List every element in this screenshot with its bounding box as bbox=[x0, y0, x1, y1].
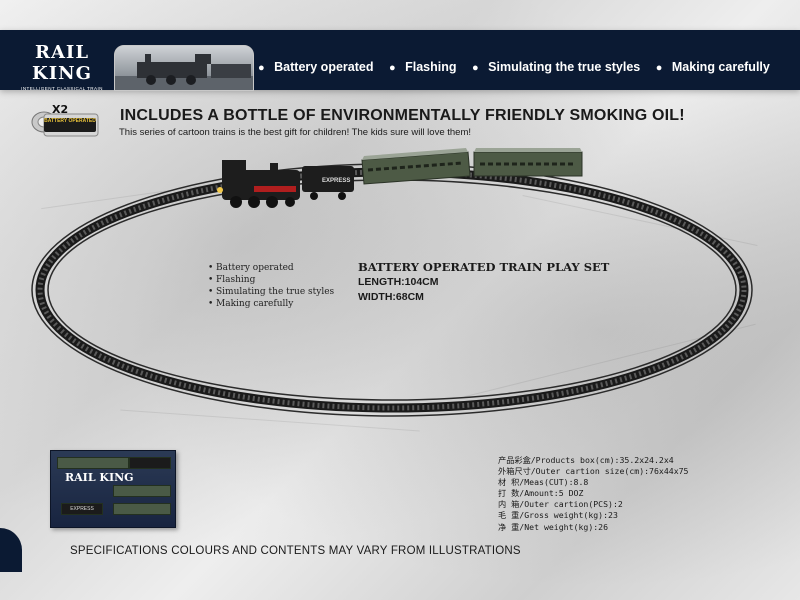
box-locomotive bbox=[129, 457, 171, 469]
feature-label: Making carefully bbox=[216, 299, 294, 309]
spec-row: 毛 重/Gross weight(kg):23 bbox=[498, 510, 618, 521]
header-feature: ● Battery operated bbox=[258, 60, 379, 74]
feature-label: Flashing bbox=[216, 275, 256, 285]
tender-car bbox=[302, 166, 354, 200]
header-feature-label: Flashing bbox=[405, 60, 457, 74]
product-box-image: RAIL KING EXPRESS bbox=[50, 450, 176, 528]
spec-row: 外箱尺寸/Outer cartion size(cm):76x44x75 bbox=[498, 466, 689, 477]
passenger-coach bbox=[473, 148, 583, 177]
spec-row: 材 积/Meas(CUT):8.8 bbox=[498, 477, 589, 488]
header-feature: ● Making carefully bbox=[656, 60, 776, 74]
box-train-car bbox=[113, 503, 171, 515]
brand-logo-tagline: INTELLIGENT CLASSICAL TRAIN bbox=[21, 86, 103, 91]
list-item: •Simulating the true styles bbox=[208, 286, 334, 298]
header-feature-label: Making carefully bbox=[671, 60, 770, 74]
spec-row: 产品彩盒/Products box(cm):35.2x24.2x4 bbox=[498, 455, 674, 465]
tender-label: EXPRESS bbox=[322, 178, 350, 184]
header-feature-label: Simulating the true styles bbox=[488, 60, 641, 74]
box-train-car bbox=[113, 485, 171, 497]
page-headline: INCLUDES A BOTTLE OF ENVIRONMENTALLY FRI… bbox=[120, 107, 685, 124]
feature-list: •Battery operated •Flashing •Simulating … bbox=[208, 262, 334, 310]
packaging-specs: 产品彩盒/Products box(cm):35.2x24.2x4 外箱尺寸/O… bbox=[498, 455, 689, 533]
locomotive bbox=[217, 160, 300, 208]
footer-corner-decoration bbox=[0, 528, 22, 572]
smoking-oil-badge: X2 BATTERY OPERATED bbox=[30, 100, 100, 140]
steam-train-icon bbox=[115, 54, 253, 90]
list-item: •Battery operated bbox=[208, 262, 334, 274]
spec-row: 净 重/Net weight(kg):26 bbox=[498, 521, 609, 532]
bullet-dot-icon: • bbox=[208, 287, 214, 297]
feature-label: Battery operated bbox=[216, 263, 294, 273]
bullet-dot-icon: • bbox=[208, 263, 214, 273]
page-subheadline: This series of cartoon trains is the bes… bbox=[119, 127, 472, 138]
badge-label: BATTERY OPERATED bbox=[44, 118, 96, 132]
header-feature: ● Simulating the true styles bbox=[472, 60, 646, 74]
brand-logo: RAIL KING INTELLIGENT CLASSICAL TRAIN bbox=[16, 38, 108, 91]
bullet-dot-icon: ● bbox=[472, 62, 479, 74]
box-logo: RAIL KING bbox=[65, 471, 134, 484]
spec-row: 打 数/Amount:5 DOZ bbox=[498, 488, 584, 499]
bullet-dot-icon: ● bbox=[655, 62, 663, 74]
list-item: •Making carefully bbox=[208, 298, 334, 310]
spec-row: 内 箱/Outer cartion(PCS):2 bbox=[498, 499, 623, 510]
passenger-coach bbox=[361, 148, 471, 185]
feature-label: Simulating the true styles bbox=[216, 287, 335, 297]
track-outer-edge bbox=[31, 163, 753, 417]
track-inner-rail bbox=[47, 179, 737, 401]
box-tender-label: EXPRESS bbox=[70, 506, 94, 512]
bullet-dot-icon: ● bbox=[258, 62, 265, 74]
header-feature: ● Flashing bbox=[389, 60, 463, 74]
box-train-car bbox=[57, 457, 129, 469]
play-set-length: LENGTH:104CM bbox=[358, 276, 439, 288]
bullet-dot-icon: • bbox=[208, 275, 214, 285]
brand-logo-name: RAIL KING bbox=[32, 42, 92, 84]
bullet-dot-icon: ● bbox=[388, 62, 396, 74]
bullet-dot-icon: • bbox=[208, 299, 214, 309]
header-banner: RAIL KING INTELLIGENT CLASSICAL TRAIN bbox=[0, 30, 800, 91]
box-tender: EXPRESS bbox=[61, 503, 103, 515]
train-photo-thumbnail bbox=[114, 45, 254, 91]
header-feature-label: Battery operated bbox=[274, 60, 374, 74]
play-set-title: BATTERY OPERATED TRAIN PLAY SET bbox=[358, 260, 610, 274]
badge-count: X2 bbox=[52, 103, 69, 116]
play-set-width: WIDTH:68CM bbox=[358, 291, 424, 303]
header-feature-list: ● Battery operated ● Flashing ● Simulati… bbox=[258, 60, 782, 74]
disclaimer-text: SPECIFICATIONS COLOURS AND CONTENTS MAY … bbox=[70, 545, 521, 557]
list-item: •Flashing bbox=[208, 274, 334, 286]
